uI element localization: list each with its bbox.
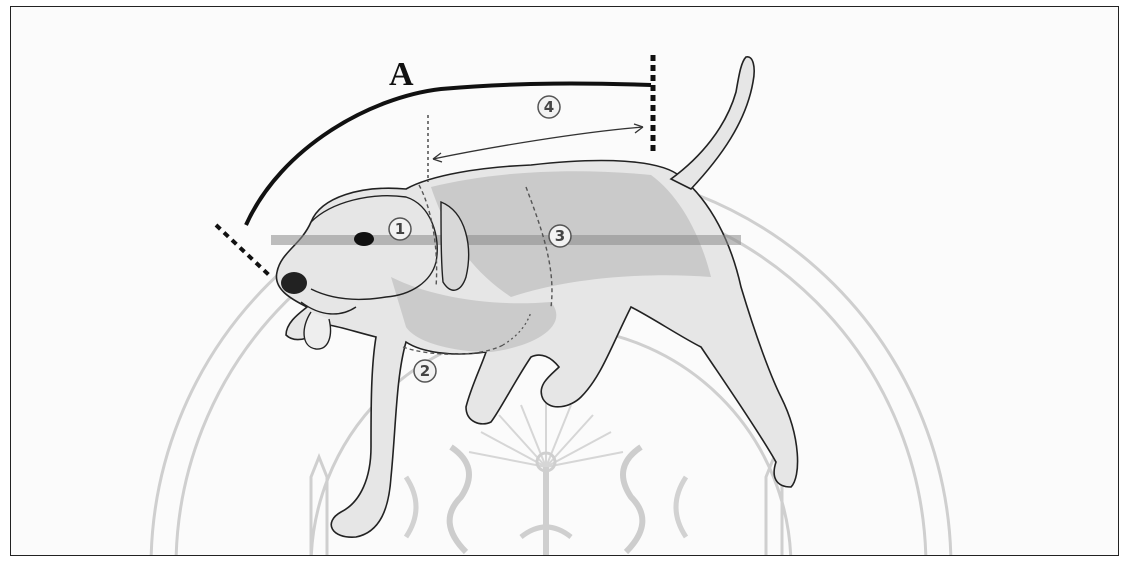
measurement-3: 3 xyxy=(549,225,571,247)
dog-measurement-diagram: A 4 1 3 2 xyxy=(11,7,1119,556)
marker-4: 4 xyxy=(544,98,554,116)
dog-tail xyxy=(671,57,754,189)
marker-1: 1 xyxy=(395,220,405,238)
figure-frame: A 4 1 3 2 xyxy=(10,6,1119,556)
measurement-label-A: A xyxy=(389,56,414,93)
marker-2: 2 xyxy=(420,362,430,380)
marker-3: 3 xyxy=(555,227,565,245)
dog-eye xyxy=(354,232,374,246)
measurement-1: 1 xyxy=(389,218,411,240)
dog-nose xyxy=(281,272,307,294)
